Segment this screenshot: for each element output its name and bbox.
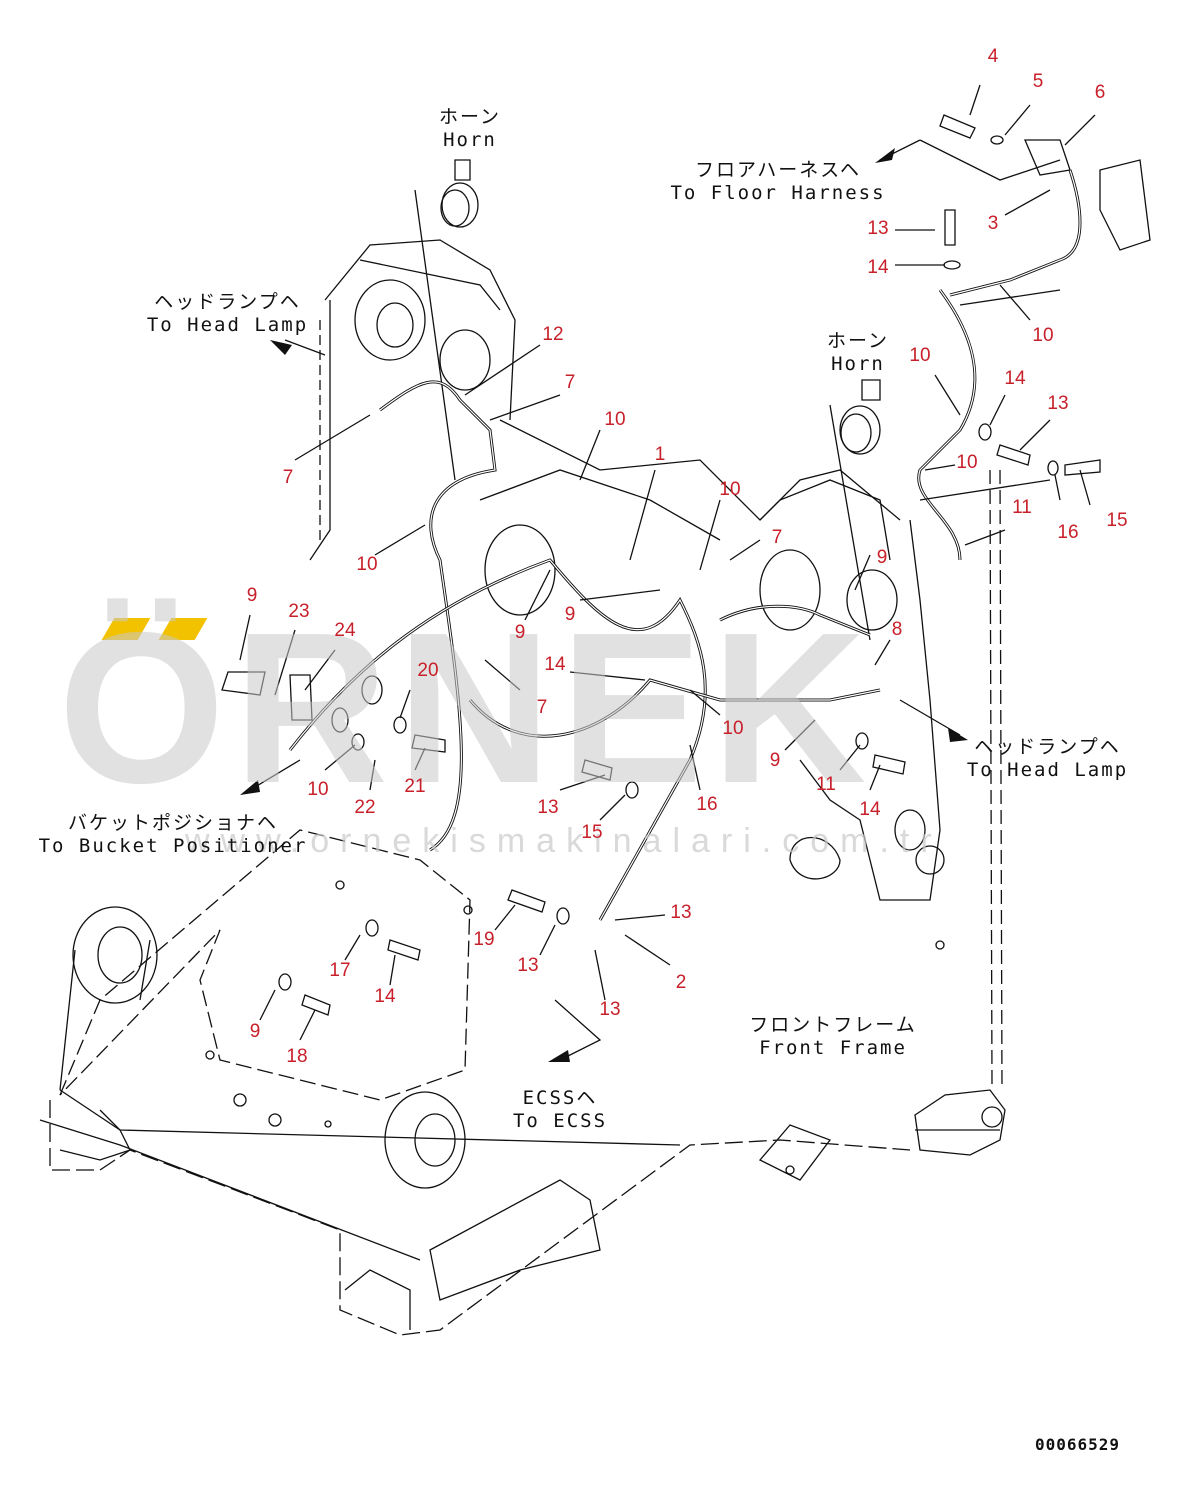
part-number-label: 10 xyxy=(356,554,378,575)
horn-top-en: Horn xyxy=(443,129,497,151)
part-number-label: 10 xyxy=(722,718,744,739)
floor-harness-en: To Floor Harness xyxy=(670,182,886,204)
part-number-label: 18 xyxy=(286,1046,308,1067)
part-number-label: 7 xyxy=(564,372,576,393)
ecss-en: To ECSS xyxy=(512,1110,608,1132)
part-number-label: 8 xyxy=(891,619,903,640)
part-number-label: 24 xyxy=(334,620,356,641)
part-number-label: 16 xyxy=(1057,522,1079,543)
horn-top-label: ホーン Horn xyxy=(430,102,510,151)
bucket-positioner-label: バケットポジショナヘ To Bucket Positioner xyxy=(38,808,308,857)
front-frame-label: フロントフレーム Front Frame xyxy=(748,1010,918,1059)
drawing-id: 00066529 xyxy=(1035,1435,1121,1454)
floor-harness-jp: フロアハーネスヘ xyxy=(695,159,861,181)
head-lamp-left-jp: ヘッドランプヘ xyxy=(154,291,301,313)
floor-harness-label: フロアハーネスヘ To Floor Harness xyxy=(668,155,888,204)
part-number-label: 15 xyxy=(581,822,603,843)
ecss-label: ECSSヘ To ECSS xyxy=(500,1083,620,1132)
bucket-positioner-en: To Bucket Positioner xyxy=(38,835,308,857)
part-number-label: 14 xyxy=(544,654,566,675)
part-number-label: 19 xyxy=(473,929,495,950)
part-number-label: 14 xyxy=(374,986,396,1007)
part-number-label: 17 xyxy=(329,960,351,981)
part-number-label: 10 xyxy=(719,479,741,500)
part-number-label: 14 xyxy=(867,257,889,278)
part-number-label: 23 xyxy=(288,601,310,622)
part-number-label: 15 xyxy=(1106,510,1128,531)
part-number-label: 9 xyxy=(249,1021,261,1042)
head-lamp-right-en: To Head Lamp xyxy=(966,759,1129,781)
part-number-label: 9 xyxy=(769,750,781,771)
head-lamp-left-label: ヘッドランプヘ To Head Lamp xyxy=(140,287,315,336)
part-number-label: 11 xyxy=(1012,497,1032,518)
part-number-label: 10 xyxy=(956,452,978,473)
part-number-label: 22 xyxy=(354,797,376,818)
part-number-label: 1 xyxy=(654,444,666,465)
part-number-label: 13 xyxy=(867,218,889,239)
watermark-brand: ÖRNEK xyxy=(58,587,875,828)
watermark-url: www.ornekismakinalari.com.tr xyxy=(185,822,943,860)
part-number-label: 12 xyxy=(542,324,564,345)
part-number-label: 14 xyxy=(1004,368,1026,389)
part-number-label: 10 xyxy=(307,779,329,800)
part-number-label: 7 xyxy=(536,697,548,718)
part-number-label: 7 xyxy=(282,467,294,488)
bucket-positioner-jp: バケットポジショナヘ xyxy=(67,812,278,834)
part-number-label: 10 xyxy=(909,345,931,366)
part-number-label: 14 xyxy=(859,799,881,820)
part-number-label: 4 xyxy=(987,46,999,67)
front-frame-jp: フロントフレーム xyxy=(749,1014,917,1036)
front-frame-en: Front Frame xyxy=(759,1037,907,1059)
part-number-label: 6 xyxy=(1094,82,1106,103)
part-number-label: 10 xyxy=(1032,325,1054,346)
part-number-label: 2 xyxy=(675,972,687,993)
horn-right-en: Horn xyxy=(831,353,885,375)
part-number-label: 3 xyxy=(987,213,999,234)
part-number-label: 21 xyxy=(404,776,426,797)
part-number-label: 9 xyxy=(246,585,258,606)
part-number-label: 5 xyxy=(1032,71,1044,92)
part-number-label: 20 xyxy=(417,660,439,681)
horn-top-jp: ホーン xyxy=(438,106,502,128)
head-lamp-right-jp: ヘッドランプヘ xyxy=(974,736,1121,758)
head-lamp-right-label: ヘッドランプヘ To Head Lamp xyxy=(960,732,1135,781)
part-number-label: 13 xyxy=(1047,393,1069,414)
head-lamp-left-en: To Head Lamp xyxy=(146,314,309,336)
part-number-label: 11 xyxy=(816,774,836,795)
ecss-jp: ECSSヘ xyxy=(522,1087,598,1109)
part-number-label: 16 xyxy=(696,794,718,815)
part-number-label: 13 xyxy=(599,999,621,1020)
horn-right-label: ホーン Horn xyxy=(818,326,898,375)
part-number-label: 13 xyxy=(537,797,559,818)
part-number-label: 13 xyxy=(517,955,539,976)
horn-right-jp: ホーン xyxy=(826,330,890,352)
part-number-label: 7 xyxy=(771,527,783,548)
part-number-label: 10 xyxy=(604,409,626,430)
part-number-label: 9 xyxy=(514,622,526,643)
part-number-label: 9 xyxy=(876,547,888,568)
part-number-label: 9 xyxy=(564,604,576,625)
part-number-label: 13 xyxy=(670,902,692,923)
